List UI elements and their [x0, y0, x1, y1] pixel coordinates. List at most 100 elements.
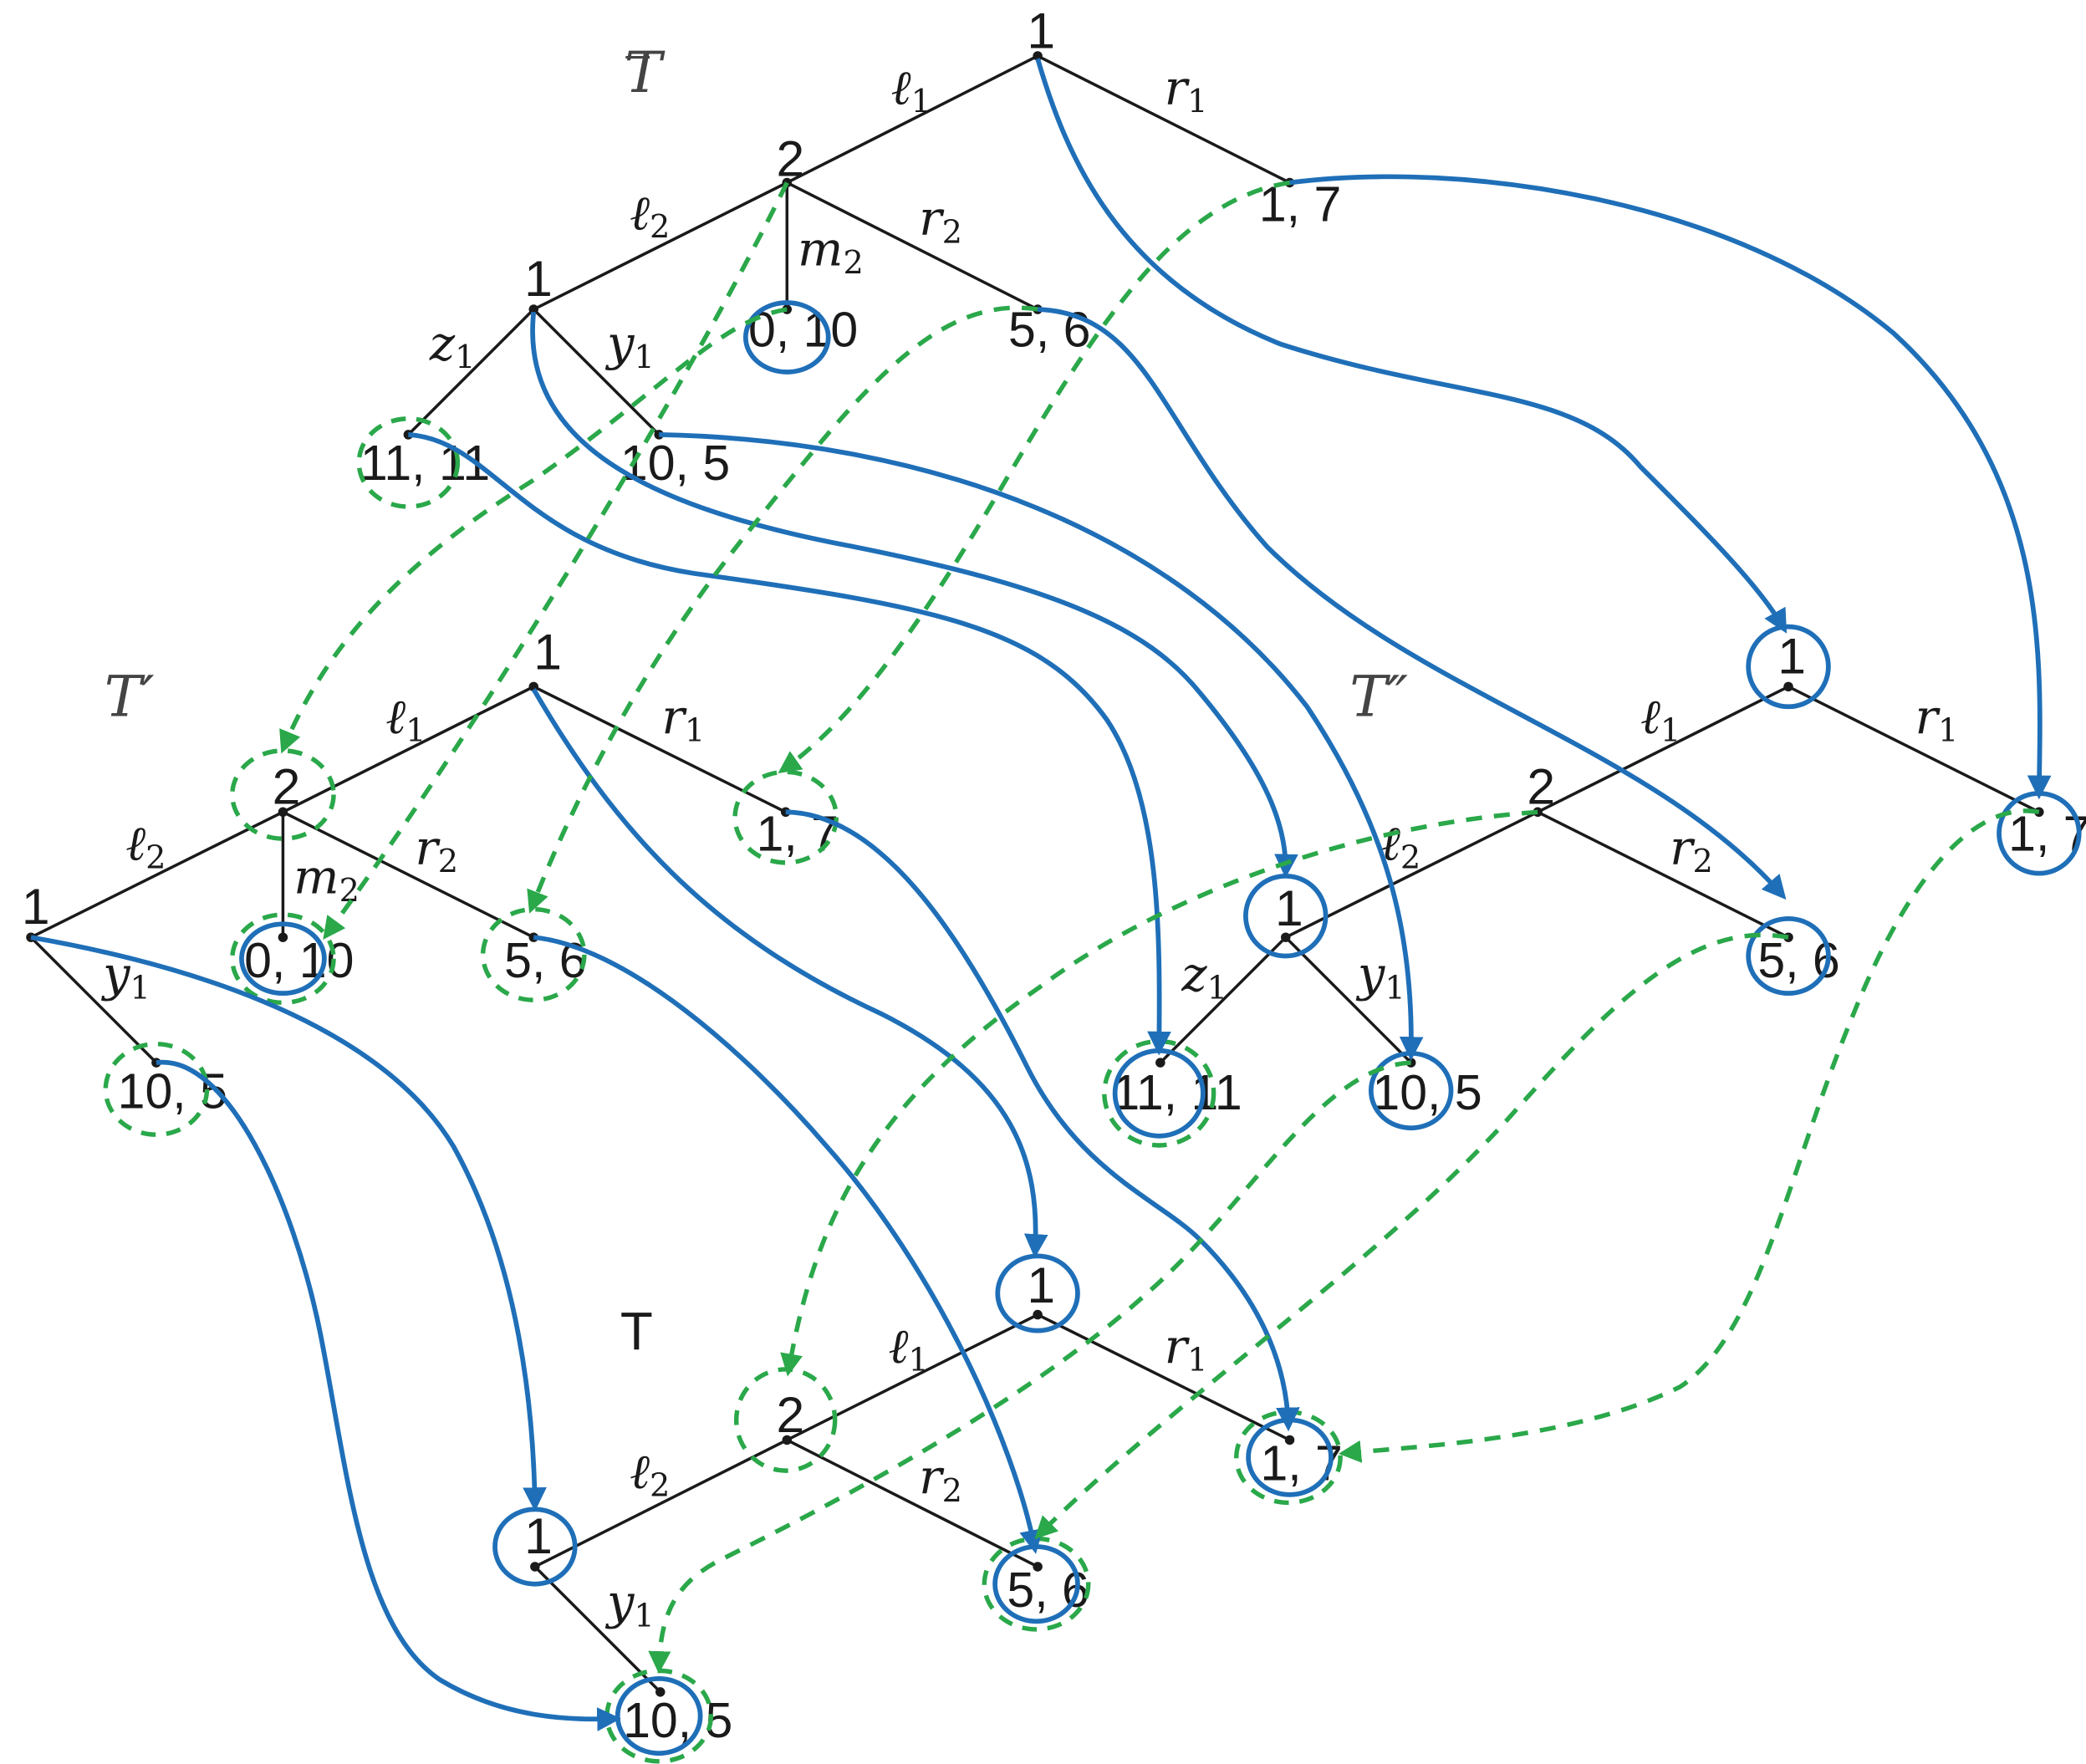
player-label: 1	[22, 878, 50, 935]
action-label-y1: y1	[604, 316, 655, 377]
green-arrow	[780, 809, 1538, 1377]
node-dot	[1783, 681, 1793, 692]
node-dot	[1033, 1309, 1043, 1320]
dashed-circle	[480, 906, 587, 1002]
action-label-r1: r1	[1165, 59, 1208, 120]
payoff-label: 11, 11	[360, 436, 490, 491]
player-label: 2	[777, 1386, 805, 1443]
payoff-label: 0, 10	[748, 303, 858, 358]
green-arrow	[323, 181, 789, 940]
player-label: 1	[1027, 2, 1055, 59]
payoff-label: 10, 5	[118, 1063, 227, 1119]
player-label: 1	[533, 624, 562, 681]
edge-tdp-l1	[1537, 685, 1789, 813]
dashed-circle	[230, 912, 336, 1006]
dashed-circle	[103, 1042, 210, 1137]
action-label-r2: r2	[1670, 819, 1713, 880]
action-label-l1: ℓ1	[385, 689, 426, 750]
node-dot	[1284, 1435, 1295, 1445]
green-arrow	[527, 305, 1038, 914]
tree-label-t: T	[620, 1301, 653, 1361]
green-arrow	[279, 307, 788, 754]
payoff-label: 10, 5	[623, 1693, 732, 1748]
edge-tdp-y1	[1284, 936, 1412, 1064]
player-label: 1	[1027, 1257, 1055, 1313]
player-label: 1	[1275, 879, 1303, 936]
tree-label-t-prime: T′	[105, 664, 155, 729]
player-label: 2	[1527, 758, 1555, 815]
node-dot	[1155, 1058, 1165, 1068]
green-arrow	[1338, 808, 2040, 1463]
action-label-l1: ℓ1	[888, 1318, 928, 1379]
edge-tbar-y1	[533, 308, 660, 436]
blue-arrow	[785, 809, 1300, 1432]
tree-t-prime: T′ 1 2 1 ℓ1 r1 ℓ2 m2 r2 y1 1, 7 0, 10 5,…	[22, 624, 839, 1137]
node-dot	[1281, 932, 1291, 942]
payoff-label: 5, 6	[504, 933, 586, 988]
action-label-l2: ℓ2	[125, 816, 166, 877]
node-dot	[782, 1435, 793, 1445]
dashed-circle	[732, 769, 839, 865]
edge-tprime-l1	[282, 685, 535, 813]
edge-t-r2	[786, 1438, 1038, 1568]
action-label-r2: r2	[919, 1449, 962, 1510]
action-label-y1: y1	[604, 1574, 655, 1635]
blue-arrow	[659, 432, 1424, 1061]
edge-tbar-l2	[533, 181, 788, 311]
blue-arrow	[1289, 174, 2052, 800]
edge-tdp-z1	[1159, 936, 1288, 1064]
edge-t-l1	[786, 1313, 1038, 1442]
payoff-label: 11, 11	[1112, 1065, 1242, 1120]
payoff-label: 0, 10	[244, 933, 354, 988]
blue-arrows	[30, 58, 2052, 1731]
edge-tbar-l1	[786, 54, 1038, 185]
tree-t-bar: T 1 2 1 ℓ1 r1 ℓ2 m2 r2 z1 y1 1, 7 0, 10 …	[356, 2, 1341, 509]
player-label: 1	[524, 250, 553, 307]
blue-arrow	[30, 935, 547, 1512]
payoff-label: 10, 5	[620, 436, 730, 491]
edge-tprime-y1	[29, 936, 158, 1064]
action-label-r1: r1	[1165, 1318, 1208, 1379]
dashed-circle	[1102, 1038, 1216, 1148]
action-label-r2: r2	[919, 191, 962, 252]
blue-arrow	[530, 311, 1298, 879]
action-label-l1: ℓ1	[891, 59, 931, 120]
player-label: 2	[777, 130, 805, 187]
action-label-l2: ℓ2	[630, 185, 670, 246]
green-arrow	[648, 1060, 1411, 1675]
payoff-label: 10, 5	[1372, 1065, 1482, 1120]
action-label-y1: y1	[1355, 946, 1405, 1007]
action-label-r2: r2	[415, 819, 458, 880]
green-arrow	[1034, 932, 1789, 1540]
action-label-l1: ℓ1	[1640, 689, 1681, 750]
node-dot	[530, 1562, 540, 1572]
tree-t-final: T 1 2 1 ℓ1 r1 ℓ2 r2 y1 1, 7 5, 6 10, 5	[492, 1253, 1343, 1764]
node-dot	[655, 1687, 666, 1697]
payoff-label: 1, 7	[757, 807, 839, 862]
node-dot	[1033, 1562, 1043, 1572]
edge-tbar-z1	[407, 308, 535, 436]
edge-tbar-r1	[1037, 54, 1291, 185]
solution-circle	[239, 921, 327, 997]
node-dot	[278, 807, 288, 818]
node-dot	[278, 932, 288, 942]
action-label-m2: m2	[798, 221, 864, 282]
edge-tprime-r2	[282, 810, 535, 939]
edge-t-y1	[533, 1565, 662, 1694]
edge-t-r1	[1037, 1313, 1291, 1442]
action-label-r1: r1	[661, 689, 705, 750]
edge-tbar-r2	[786, 181, 1038, 311]
solution-circle	[1746, 624, 1831, 710]
edge-tdp-r1	[1788, 685, 2040, 813]
dashed-circle	[356, 416, 461, 509]
blue-arrow	[156, 1059, 621, 1731]
tree-label-t-double-prime: T″	[1349, 664, 1408, 729]
player-label: 1	[524, 1507, 553, 1564]
green-arrows	[279, 180, 2040, 1675]
action-label-z1: z1	[1181, 946, 1227, 1007]
player-label: 2	[273, 758, 301, 815]
blue-arrow	[1038, 307, 1787, 900]
edge-tprime-l2	[30, 810, 284, 939]
blue-arrow	[1035, 58, 1788, 634]
